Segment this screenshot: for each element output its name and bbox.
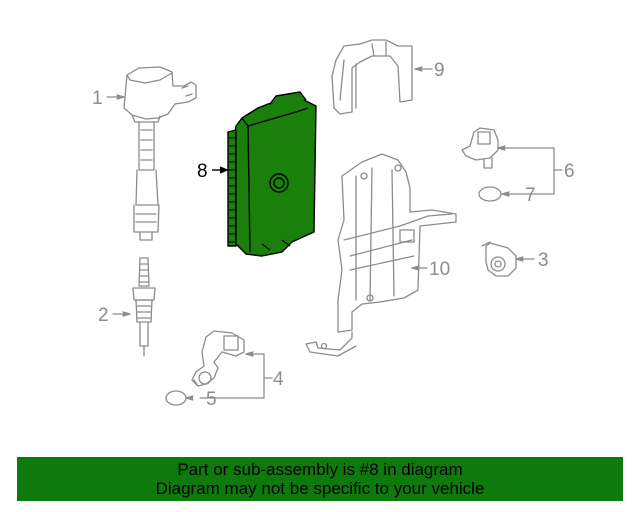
- ignition-coil-part[interactable]: [123, 66, 197, 241]
- notice-line-1: Part or sub-assembly is #8 in diagram: [177, 460, 463, 479]
- ecu-bracket-part-10[interactable]: [305, 153, 457, 357]
- callout-5[interactable]: 5: [206, 389, 217, 410]
- callout-9[interactable]: 9: [434, 60, 445, 81]
- crank-sensor-part[interactable]: [461, 127, 499, 169]
- bracket-part-9[interactable]: [331, 39, 413, 115]
- callout-7[interactable]: 7: [525, 185, 536, 206]
- callout-4[interactable]: 4: [273, 369, 284, 390]
- callout-3[interactable]: 3: [538, 250, 549, 271]
- knock-sensor-part[interactable]: [481, 241, 517, 277]
- callout-8[interactable]: 8: [197, 161, 208, 182]
- callout-10[interactable]: 10: [429, 259, 450, 280]
- callout-2[interactable]: 2: [98, 305, 109, 326]
- position-sensor-part[interactable]: [191, 330, 245, 387]
- notice-line-2: Diagram may not be specific to your vehi…: [155, 479, 485, 498]
- callout-1[interactable]: 1: [92, 88, 103, 109]
- notice-banner: Part or sub-assembly is #8 in diagram Di…: [17, 457, 623, 501]
- spark-plug-part[interactable]: [132, 257, 156, 357]
- callout-6[interactable]: 6: [564, 161, 575, 182]
- o-ring-part-7[interactable]: [478, 186, 502, 202]
- ecu-module-part-8[interactable]: [212, 91, 317, 257]
- callout-labels: 1 2 3 4 5 6 7 8 9 10: [92, 60, 575, 410]
- callout-leaders: [106, 66, 563, 401]
- o-ring-part-5[interactable]: [165, 390, 187, 406]
